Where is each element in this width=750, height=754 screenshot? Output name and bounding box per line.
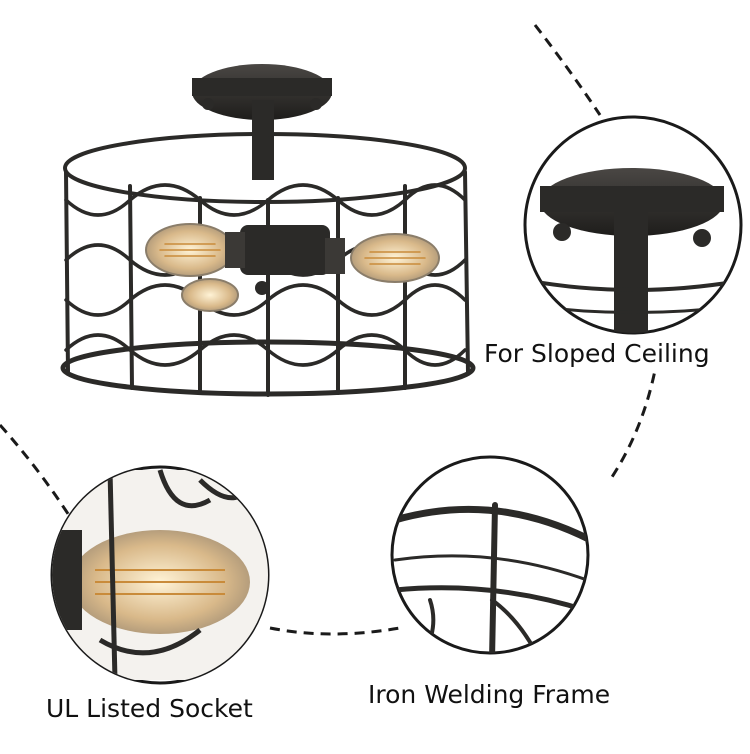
caption-iron-frame: Iron Welding Frame — [366, 680, 613, 710]
dashed-arc-top — [533, 24, 602, 116]
bulb-back — [181, 278, 239, 312]
detail-ul-socket — [50, 465, 270, 685]
socket-body — [240, 225, 330, 275]
caption-ul-socket: UL Listed Socket — [44, 694, 255, 724]
main-fixture — [60, 64, 476, 397]
stem — [252, 100, 274, 180]
dashed-arc-bottom — [269, 626, 401, 636]
detail-sloped-ceiling — [523, 115, 743, 335]
caption-sloped-ceiling: For Sloped Ceiling — [482, 339, 712, 369]
dashed-arc-left — [0, 424, 74, 521]
detail-iron-frame — [390, 455, 590, 655]
